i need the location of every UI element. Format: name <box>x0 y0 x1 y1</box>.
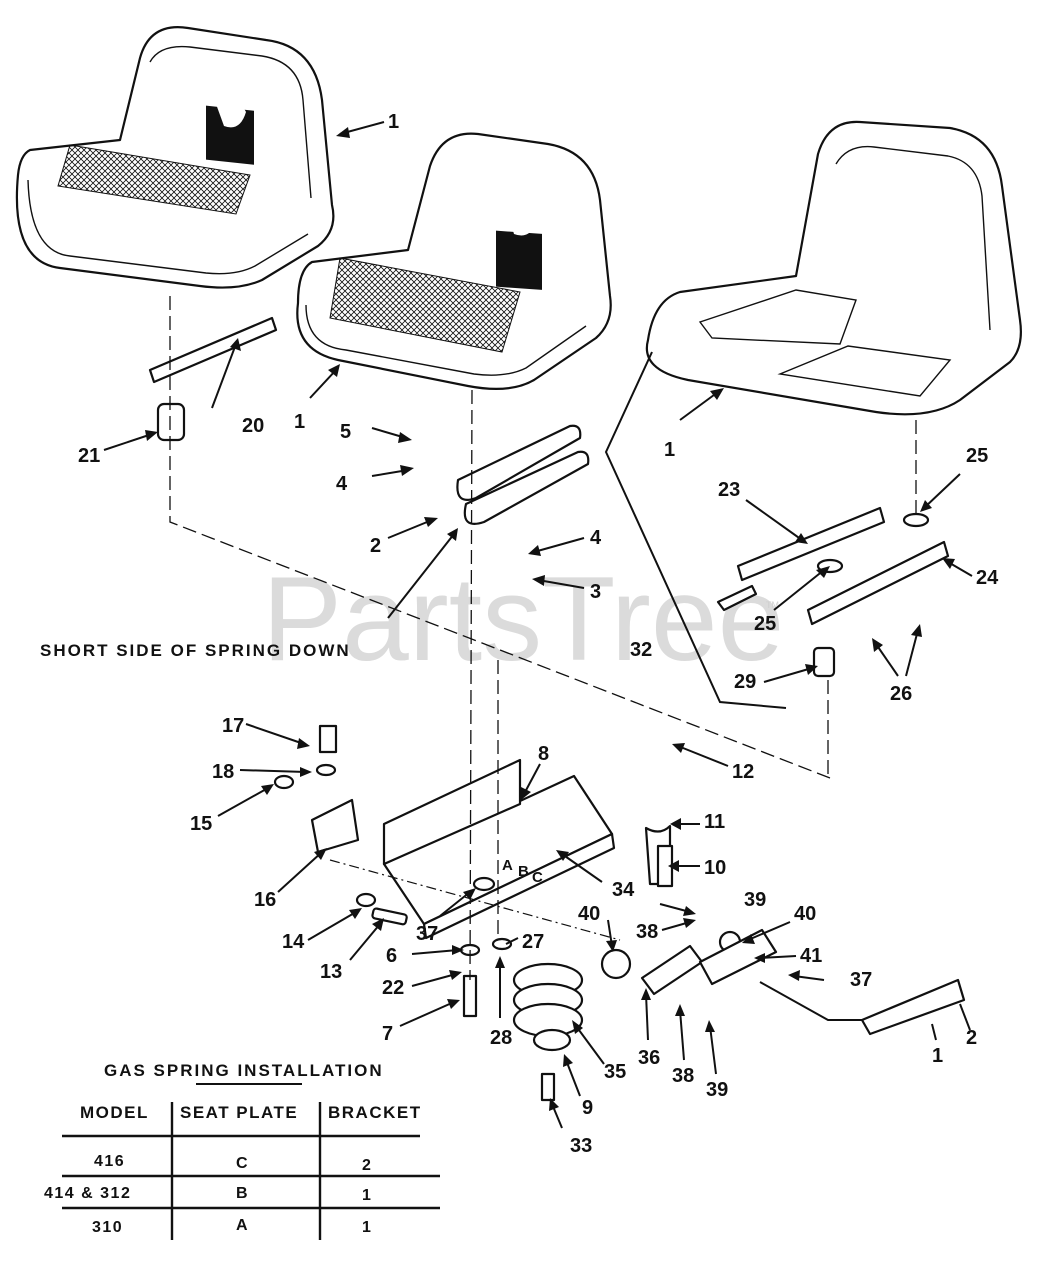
table-cell: 2 <box>362 1157 372 1174</box>
callout-label: 37 <box>850 969 872 991</box>
callout-label: 1 <box>294 411 305 433</box>
callout-label: 38 <box>672 1065 694 1087</box>
table-cell: B <box>236 1185 249 1202</box>
table-cell: 414 & 312 <box>44 1185 131 1202</box>
table-header: SEAT PLATE <box>180 1103 298 1122</box>
callout-label: 1 <box>932 1045 943 1067</box>
callout-label: 8 <box>538 743 549 765</box>
callout-label: 25 <box>754 613 776 635</box>
callout-label: 1 <box>664 439 675 461</box>
callout-label: 34 <box>612 879 635 901</box>
callout-label: 18 <box>212 761 234 783</box>
callout-label: A <box>502 857 513 874</box>
table-cell: 1 <box>362 1187 372 1204</box>
callout-label: C <box>532 869 543 886</box>
callout-label: 4 <box>590 527 602 549</box>
callout-label: 6 <box>386 945 397 967</box>
hardware <box>273 724 966 1102</box>
callout-label: 17 <box>222 715 244 737</box>
callout-label: 40 <box>578 903 600 925</box>
callout-label: 40 <box>794 903 816 925</box>
seat-plate <box>148 316 278 442</box>
seat-middle <box>296 132 612 390</box>
callout-label: 21 <box>78 445 100 467</box>
callout-label: 32 <box>630 639 652 661</box>
table-header: BRACKET <box>328 1103 422 1122</box>
callout-label: 23 <box>718 479 740 501</box>
watermark-trademark: TM <box>766 600 779 610</box>
table-cell: A <box>236 1217 249 1234</box>
callout-label: 22 <box>382 977 404 999</box>
assembly-note: SHORT SIDE OF SPRING DOWN <box>40 641 351 660</box>
callout-label: 7 <box>382 1023 393 1045</box>
callout-label: 38 <box>636 921 658 943</box>
callout-label: 36 <box>638 1047 660 1069</box>
seat-spring-bracket <box>456 424 590 525</box>
callout-label: 16 <box>254 889 276 911</box>
callout-arrows <box>103 121 973 1129</box>
callout-label: 35 <box>604 1061 626 1083</box>
callout-label: 12 <box>732 761 754 783</box>
callout-label: 14 <box>282 931 305 953</box>
table-cell: 416 <box>94 1153 125 1170</box>
assembly-lines <box>169 296 917 1021</box>
callout-label: 25 <box>966 445 988 467</box>
watermark: PartsTree <box>262 552 784 686</box>
callout-label: 33 <box>570 1135 592 1157</box>
callout-label: 2 <box>370 535 381 557</box>
callout-label: 27 <box>522 931 544 953</box>
callout-label: 41 <box>800 945 822 967</box>
gas-spring-table: GAS SPRING INSTALLATION MODEL SEAT PLATE… <box>44 1061 440 1240</box>
callout-label: 4 <box>336 473 348 495</box>
callout-label: 1 <box>388 111 399 133</box>
callout-labels: 1 1 1 1 2 2 3 4 4 5 6 7 8 9 10 11 12 13 … <box>78 111 999 1157</box>
callout-label: 20 <box>242 415 264 437</box>
table-header: MODEL <box>80 1103 149 1122</box>
table-cell: 1 <box>362 1219 372 1236</box>
callout-label: 3 <box>590 581 601 603</box>
seat-left <box>15 26 335 289</box>
seat-right <box>645 120 1022 416</box>
table-cell: C <box>236 1155 249 1172</box>
callout-label: 37 <box>416 923 438 945</box>
callout-label: 28 <box>490 1027 512 1049</box>
callout-label: 9 <box>582 1097 593 1119</box>
callout-label: 5 <box>340 421 351 443</box>
seat-slide-rails <box>716 506 950 678</box>
callout-label: 11 <box>704 811 725 833</box>
callout-label: 10 <box>704 857 726 879</box>
table-cell: 310 <box>92 1219 123 1236</box>
callout-label: 13 <box>320 961 342 983</box>
callout-label: 26 <box>890 683 912 705</box>
callout-label: 15 <box>190 813 212 835</box>
callout-label: 39 <box>706 1079 728 1101</box>
callout-label: B <box>518 863 529 880</box>
callout-label: 29 <box>734 671 756 693</box>
callout-label: 24 <box>976 567 999 589</box>
callout-label: 39 <box>744 889 766 911</box>
callout-label: 2 <box>966 1027 977 1049</box>
table-title: GAS SPRING INSTALLATION <box>104 1061 384 1080</box>
